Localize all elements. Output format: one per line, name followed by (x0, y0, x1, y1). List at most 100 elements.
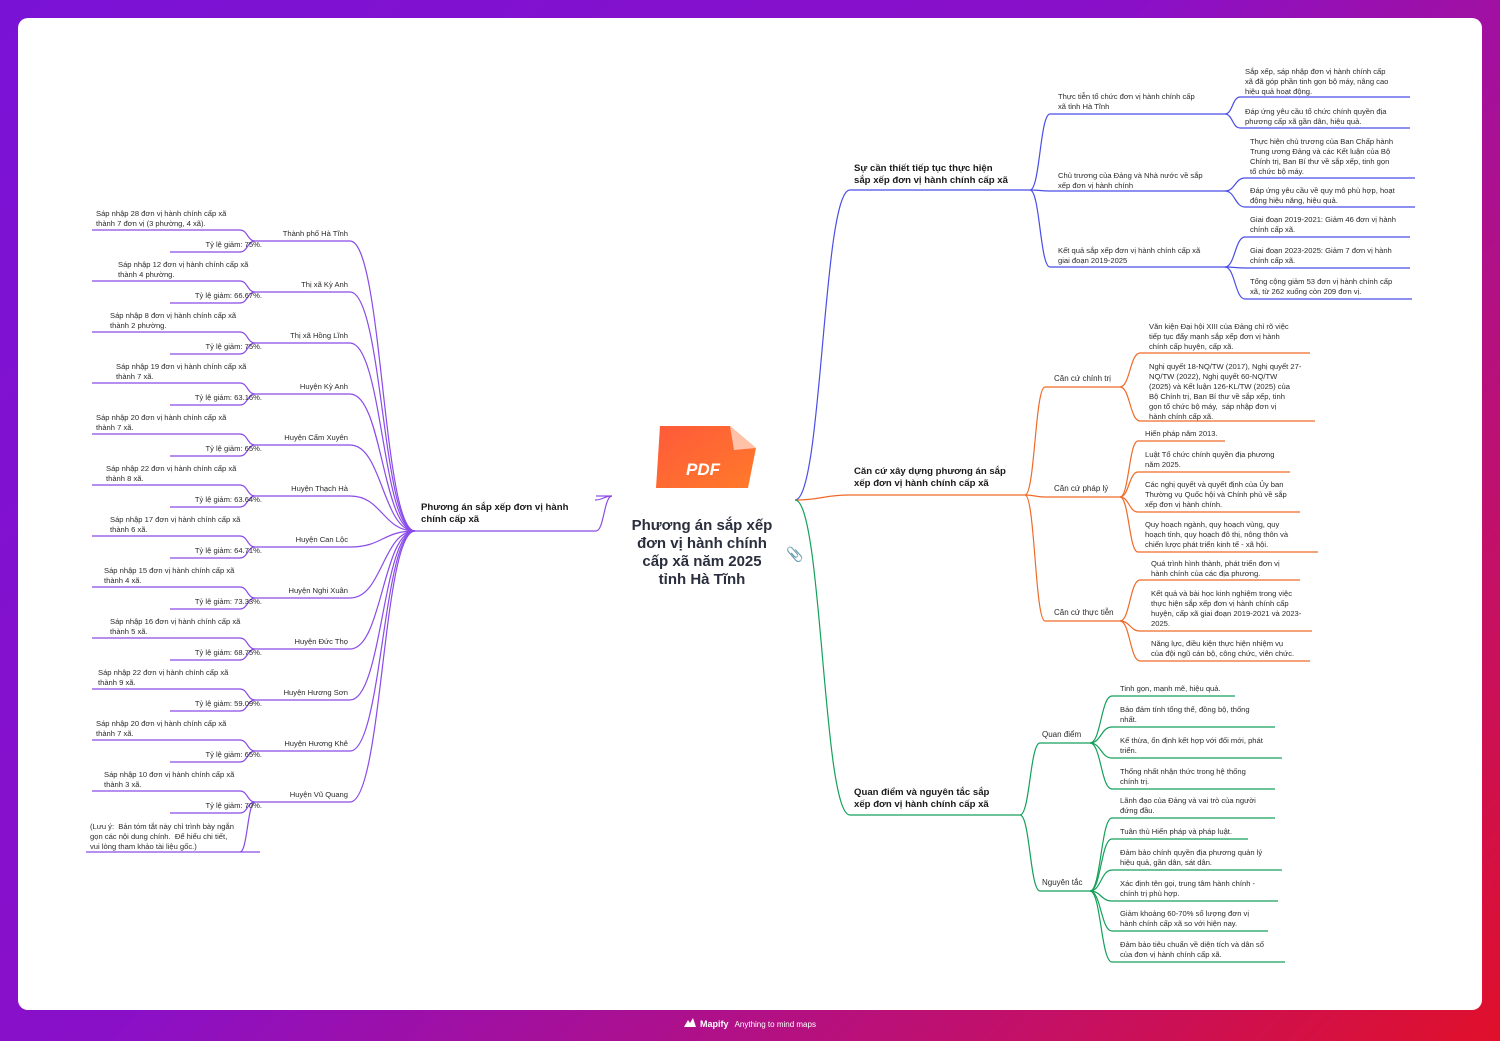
connector (239, 444, 256, 457)
sub-political[interactable]: Căn cứ chính trị (1054, 374, 1111, 383)
district-reduction-rate[interactable]: Tỷ lệ giảm: 65%. (205, 444, 262, 453)
connector (239, 240, 256, 253)
leaf[interactable]: Nghị quyết 18-NQ/TW (2017), Nghị quyết 2… (1149, 362, 1302, 421)
district-merge-detail[interactable]: Sáp nhập 10 đơn vị hành chính cấp xã thà… (104, 770, 235, 789)
branch-principles-title[interactable]: Quan điểm và nguyên tắc sắp xếp đơn vị h… (854, 787, 990, 810)
district-name[interactable]: Thị xã Hồng Lĩnh (290, 331, 348, 340)
leaf[interactable]: Đảm bảo tiêu chuẩn về diện tích và dân s… (1120, 940, 1264, 959)
branch-necessity-title[interactable]: Sự cần thiết tiếp tục thực hiện sắp xếp … (854, 163, 1008, 186)
district-reduction-rate[interactable]: Tỷ lệ giảm: 65%. (205, 750, 262, 759)
root-link (595, 495, 613, 532)
district-name[interactable]: Huyện Vũ Quang (289, 790, 348, 799)
sub-rules[interactable]: Nguyên tắc (1042, 878, 1083, 887)
leaf[interactable]: Lãnh đạo của Đảng và vai trò của người đ… (1120, 796, 1256, 815)
leaf[interactable]: Xác định tên gọi, trung tâm hành chính -… (1120, 879, 1256, 898)
footer-tagline: Anything to mind maps (734, 1020, 816, 1029)
leaf[interactable]: Tuân thủ Hiến pháp và pháp luật. (1120, 827, 1233, 836)
connector (349, 291, 416, 532)
branch-basis-title[interactable]: Căn cứ xây dựng phương án sắp xếp đơn vị… (854, 466, 1006, 489)
leaf[interactable]: Giảm khoảng 60-70% số lượng đơn vị hành … (1120, 909, 1250, 928)
leaf[interactable]: Năng lực, điều kiện thực hiện nhiệm vụ c… (1151, 639, 1295, 658)
leaf[interactable]: Quy hoạch ngành, quy hoạch vùng, quy hoạ… (1145, 520, 1289, 549)
district-merge-detail[interactable]: Sáp nhập 22 đơn vị hành chính cấp xã thà… (106, 464, 237, 483)
connector (239, 546, 256, 559)
district-reduction-rate[interactable]: Tỷ lệ giảm: 70%. (205, 801, 262, 810)
district-merge-detail[interactable]: Sáp nhập 20 đơn vị hành chính cấp xã thà… (96, 413, 227, 432)
district-merge-detail[interactable]: Sáp nhập 19 đơn vị hành chính cấp xã thà… (116, 362, 247, 381)
district-merge-detail[interactable]: Sáp nhập 20 đơn vị hành chính cấp xã thà… (96, 719, 227, 738)
connector (239, 648, 256, 661)
district-merge-detail[interactable]: Sáp nhập 22 đơn vị hành chính cấp xã thà… (98, 668, 229, 687)
district-name[interactable]: Huyện Thạch Hà (291, 484, 348, 493)
leaf[interactable]: Các nghị quyết và quyết định của Ủy ban … (1145, 480, 1287, 509)
leaf[interactable]: Thống nhất nhận thức trong hệ thống chín… (1120, 767, 1246, 786)
sub-results[interactable]: Kết quả sắp xếp đơn vị hành chính cấp xã… (1058, 246, 1201, 265)
district-name[interactable]: Huyện Hương Sơn (283, 688, 348, 697)
connector (349, 530, 416, 548)
connector (1019, 814, 1041, 892)
district-name[interactable]: Huyện Đức Thọ (294, 637, 348, 646)
leaf[interactable]: Thực hiện chủ trương của Ban Chấp hành T… (1250, 137, 1394, 176)
leaf[interactable]: Đảm bảo chính quyền địa phương quản lý h… (1120, 848, 1263, 867)
leaf[interactable]: Tinh gọn, mạnh mẽ, hiệu quả. (1120, 684, 1221, 693)
connector (349, 530, 416, 650)
district-name[interactable]: Thị xã Kỳ Anh (301, 280, 348, 289)
connector (1024, 494, 1046, 498)
district-merge-detail[interactable]: Sáp nhập 17 đơn vị hành chính cấp xã thà… (110, 515, 241, 534)
connector (1019, 742, 1041, 816)
leaf[interactable]: Quá trình hình thành, phát triển đơn vị … (1151, 559, 1280, 578)
connector (1224, 96, 1241, 115)
leaf[interactable]: Luật Tổ chức chính quyền địa phương năm … (1145, 450, 1275, 469)
district-reduction-rate[interactable]: Tỷ lệ giảm: 64.71%. (194, 546, 262, 555)
leaf[interactable]: Kết quả và bài học kinh nghiệm trong việ… (1151, 589, 1302, 628)
sub-legal[interactable]: Căn cứ pháp lý (1054, 484, 1109, 493)
district-merge-detail[interactable]: Sáp nhập 15 đơn vị hành chính cấp xã thà… (104, 566, 235, 585)
district-merge-detail[interactable]: Sáp nhập 12 đơn vị hành chính cấp xã thà… (118, 260, 249, 279)
leaf[interactable]: Hiến pháp năm 2013. (1145, 429, 1218, 438)
district-reduction-rate[interactable]: Tỷ lệ giảm: 73.33%. (194, 597, 262, 606)
district-name[interactable]: Huyện Can Lộc (295, 535, 348, 544)
footer-brand[interactable]: Mapify (700, 1019, 729, 1029)
mindmap-canvas (18, 18, 1482, 1010)
district-reduction-rate[interactable]: Tỷ lệ giảm: 59.09%. (194, 699, 262, 708)
leaf[interactable]: Giai đoạn 2019-2021: Giảm 46 đơn vị hành… (1250, 215, 1396, 234)
paperclip-icon[interactable]: 📎 (786, 546, 804, 562)
district-reduction-rate[interactable]: Tỷ lệ giảm: 63.64%. (194, 495, 262, 504)
leaf[interactable]: Giai đoạn 2023-2025: Giảm 7 đơn vị hành … (1250, 246, 1392, 265)
district-reduction-rate[interactable]: Tỷ lệ giảm: 75%. (205, 342, 262, 351)
district-reduction-rate[interactable]: Tỷ lệ giảm: 68.75%. (194, 648, 262, 657)
connector (349, 444, 416, 532)
root-title[interactable]: Phương án sắp xếp đơn vị hành chính cấp … (631, 517, 773, 588)
connector (1119, 579, 1141, 622)
leaf[interactable]: Bảo đảm tính tổng thể, đồng bộ, thống nh… (1120, 705, 1250, 724)
connector (1029, 189, 1051, 268)
connector (239, 750, 256, 763)
root-link (794, 494, 851, 501)
district-reduction-rate[interactable]: Tỷ lệ giảm: 63.16%. (194, 393, 262, 402)
leaf[interactable]: Sắp xếp, sáp nhập đơn vị hành chính cấp … (1245, 67, 1389, 96)
summary-note: (Lưu ý: Bản tóm tắt này chỉ trình bày ng… (90, 822, 234, 851)
leaf[interactable]: Văn kiện Đại hội XIII của Đảng chỉ rõ vi… (1149, 322, 1289, 351)
root-link (794, 499, 851, 816)
sub-policy[interactable]: Chủ trương của Đảng và Nhà nước về sắp x… (1058, 171, 1203, 190)
district-name[interactable]: Thành phố Hà Tĩnh (282, 229, 348, 238)
sub-practice[interactable]: Thực tiễn tổ chức đơn vị hành chính cấp … (1058, 92, 1195, 111)
district-merge-detail[interactable]: Sáp nhập 16 đơn vị hành chính cấp xã thà… (110, 617, 241, 636)
district-merge-detail[interactable]: Sáp nhập 8 đơn vị hành chính cấp xã thàn… (110, 311, 237, 330)
sub-viewpoints[interactable]: Quan điểm (1042, 730, 1082, 739)
district-merge-detail[interactable]: Sáp nhập 28 đơn vị hành chính cấp xã thà… (96, 209, 227, 228)
leaf[interactable]: Tổng cộng giảm 53 đơn vị hành chính cấp … (1250, 277, 1393, 296)
district-name[interactable]: Huyện Hương Khê (284, 739, 348, 748)
district-name[interactable]: Huyện Kỳ Anh (299, 382, 348, 391)
district-reduction-rate[interactable]: Tỷ lệ giảm: 75%. (205, 240, 262, 249)
leaf[interactable]: Đáp ứng yêu cầu tổ chức chính quyền địa … (1245, 107, 1387, 126)
leaf[interactable]: Đáp ứng yêu cầu về quy mô phù hợp, hoạt … (1250, 186, 1395, 205)
district-name[interactable]: Huyện Cẩm Xuyên (284, 433, 348, 442)
connector (239, 393, 256, 406)
leaf[interactable]: Kế thừa, ổn định kết hợp với đổi mới, ph… (1120, 736, 1263, 755)
sub-practical[interactable]: Căn cứ thực tiễn (1054, 608, 1114, 617)
district-name[interactable]: Huyện Nghi Xuân (288, 586, 348, 595)
district-reduction-rate[interactable]: Tỷ lệ giảm: 66.67%. (194, 291, 262, 300)
connector (1224, 177, 1246, 192)
branch-plan-title[interactable]: Phương án sắp xếp đơn vị hành chính cấp … (421, 502, 569, 525)
